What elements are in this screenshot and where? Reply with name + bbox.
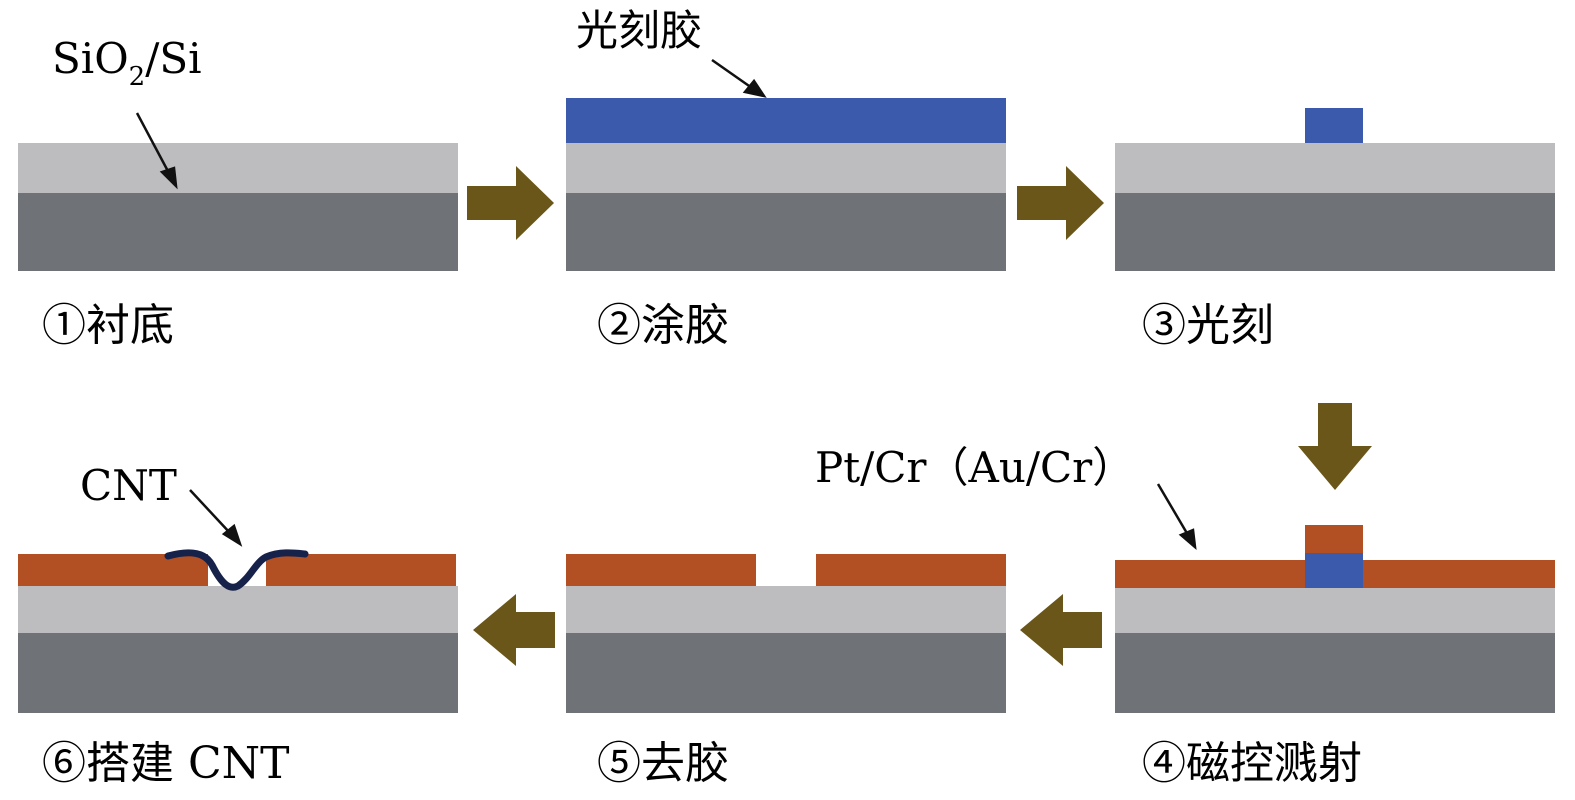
step-label-3: ③光刻 [1142,300,1274,351]
step-label-5: ⑤去胶 [597,738,729,789]
arrow-right-1 [467,166,554,240]
step-label-6: ⑥搭建 CNT [42,738,290,789]
sio2-layer [1115,588,1555,633]
si-layer [1115,633,1555,713]
photoresist-pattern [1305,108,1363,143]
pointer-metal [1156,483,1190,536]
arrow-right-2 [1017,166,1104,240]
arrow-down [1298,403,1372,490]
metal-layer-right [1363,560,1555,588]
step-6-cnt [18,549,458,713]
si-layer [18,633,458,713]
si-layer [18,193,458,271]
sio2-layer [1115,143,1555,193]
sio2-layer [18,586,458,633]
pointer-cnt [189,489,231,534]
step-label-2: ②涂胶 [597,300,729,351]
electrode-left [566,554,756,586]
pointer-sio2-head [159,166,178,190]
step-5-liftoff [566,554,1006,713]
step-label-1: ①衬底 [42,300,174,351]
cnt-nanotube [164,549,309,591]
metal-annotation: Pt/Cr（Au/Cr） [815,443,1134,492]
metal-layer-left [1115,560,1305,588]
metal-cap [1305,525,1363,553]
si-layer [1115,193,1555,271]
si-layer [566,633,1006,713]
step-4-sputtering [1115,525,1555,713]
substrate-annotation: SiO2/Si [52,34,202,92]
pointer-sio2 [135,112,172,176]
photoresist-annotation: 光刻胶 [576,6,702,55]
electrode-left [18,554,208,586]
electrode-right [816,554,1006,586]
sio2-layer [566,586,1006,633]
pointer-photoresist [711,58,753,90]
sio2-layer [566,143,1006,193]
cnt-annotation: CNT [80,461,177,510]
arrow-left-2 [473,594,555,666]
arrow-left-1 [1020,594,1102,666]
step-2-coating [566,98,1006,271]
step-label-4: ④磁控溅射 [1142,738,1362,789]
process-arrows [467,166,1372,666]
sio2-layer [18,143,458,193]
step-3-lithography [1115,108,1555,271]
step-1-substrate [18,143,458,271]
pointer-cnt-head [221,523,243,547]
photoresist-layer [566,98,1006,143]
si-layer [566,193,1006,271]
pointer-lines [135,58,1197,551]
photoresist-pattern [1305,553,1363,588]
pointer-photoresist-head [742,78,767,98]
pointer-metal-head [1178,528,1197,551]
electrode-right [266,554,456,586]
